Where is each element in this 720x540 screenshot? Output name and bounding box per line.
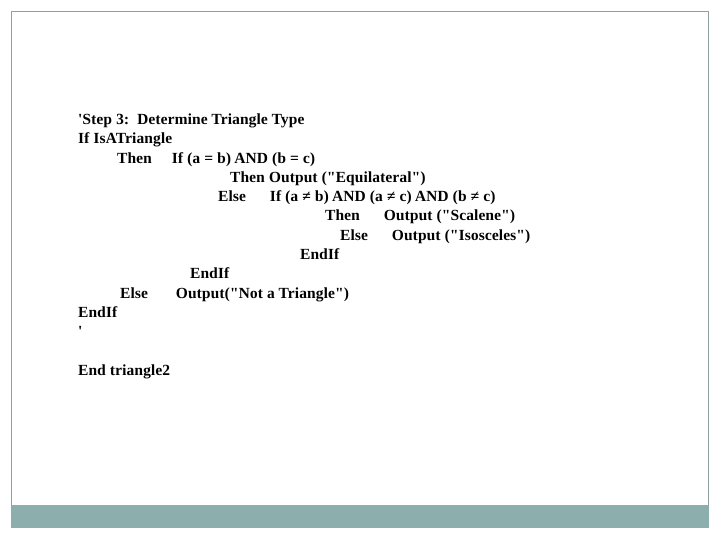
slide-accent-bar bbox=[11, 505, 709, 528]
code-line: Else If (a ≠ b) AND (a ≠ c) AND (b ≠ c) bbox=[218, 188, 496, 206]
code-line: Then If (a = b) AND (b = c) bbox=[117, 149, 316, 167]
code-line: ' bbox=[78, 323, 83, 341]
code-line: EndIf bbox=[78, 303, 118, 321]
code-line bbox=[78, 342, 678, 361]
code-line: Then Output ("Equilateral") bbox=[230, 168, 426, 186]
code-line: Else Output ("Isosceles") bbox=[340, 226, 531, 244]
code-line: If IsATriangle bbox=[78, 130, 173, 148]
pseudocode-block: 'Step 3: Determine Triangle Type If IsATr… bbox=[78, 110, 678, 380]
code-line: EndIf bbox=[300, 246, 340, 264]
code-line: Else Output("Not a Triangle") bbox=[120, 284, 349, 302]
code-line: 'Step 3: Determine Triangle Type bbox=[78, 111, 305, 128]
slide-frame bbox=[11, 11, 709, 528]
code-line: End triangle2 bbox=[78, 361, 171, 379]
code-line: Then Output ("Scalene") bbox=[325, 207, 516, 225]
code-line: EndIf bbox=[190, 265, 230, 283]
